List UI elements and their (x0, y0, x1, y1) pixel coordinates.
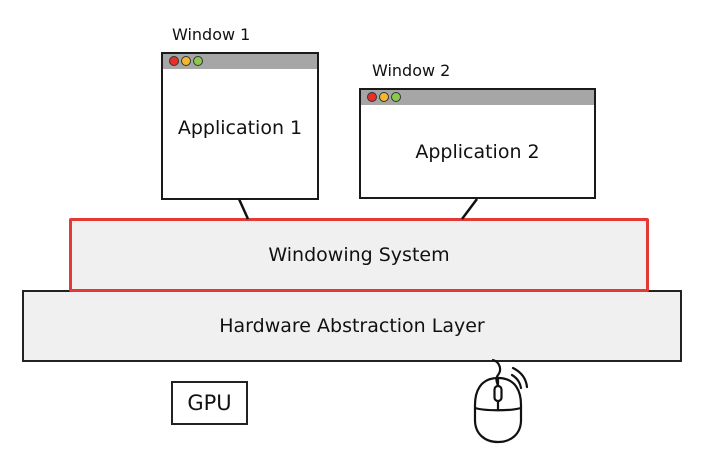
window-2-titlebar (361, 90, 594, 105)
hal-label: Hardware Abstraction Layer (219, 315, 485, 337)
close-dot-icon (367, 92, 377, 102)
window-2-connector (461, 198, 478, 220)
window-2: Application 2 (359, 88, 596, 199)
windowing-system-layer: Windowing System (69, 218, 649, 292)
maximize-dot-icon (391, 92, 401, 102)
maximize-dot-icon (193, 56, 203, 66)
minimize-dot-icon (181, 56, 191, 66)
windowing-system-label: Windowing System (268, 244, 450, 266)
hardware-abstraction-layer: Hardware Abstraction Layer (22, 290, 682, 362)
application-2-label: Application 2 (415, 141, 540, 163)
minimize-dot-icon (379, 92, 389, 102)
mouse-icon (473, 358, 529, 444)
application-1-label: Application 1 (177, 117, 303, 139)
window-2-label: Window 2 (372, 61, 451, 80)
window-1: Application 1 (161, 52, 319, 200)
window-1-label: Window 1 (172, 25, 251, 44)
gpu-box: GPU (171, 381, 248, 425)
gpu-label: GPU (187, 391, 232, 415)
window-1-titlebar (163, 54, 317, 69)
close-dot-icon (169, 56, 179, 66)
window-1-connector (237, 198, 250, 220)
